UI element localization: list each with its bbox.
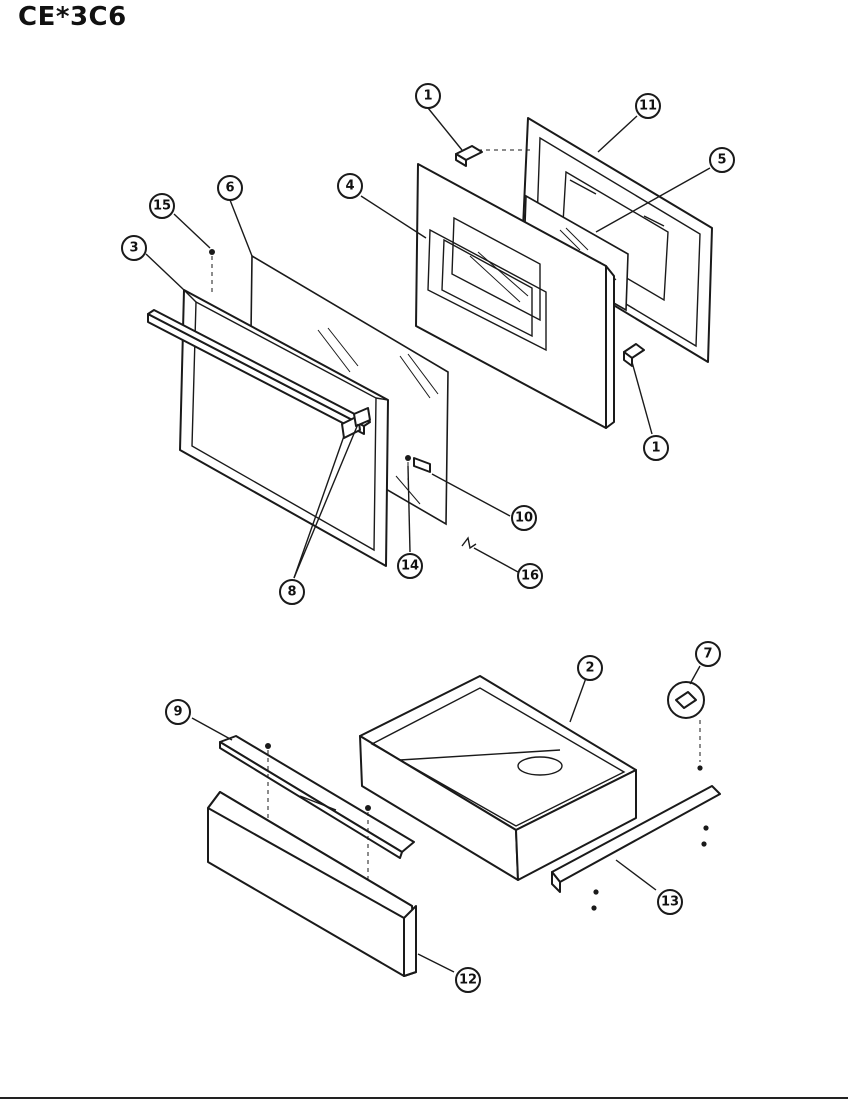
outer-door-panel: [415, 163, 615, 429]
handle-brackets: [341, 407, 371, 439]
callout-13: 13: [657, 889, 683, 915]
slide-screw-icon: [697, 765, 703, 771]
door-handle-rail: [147, 309, 371, 435]
callout-14: 14: [397, 553, 423, 579]
screw-15-icon: [209, 249, 215, 255]
slide-screw-icon: [703, 825, 709, 831]
callout-number: 1: [423, 89, 432, 104]
callout-16: 16: [517, 563, 543, 589]
callout-number: 1: [651, 441, 660, 456]
callout-12: 12: [455, 967, 481, 993]
bracket-screw-icon: [365, 805, 371, 811]
callout-2: 2: [577, 655, 603, 681]
callout-6: 6: [217, 175, 243, 201]
callout-number: 4: [345, 179, 354, 194]
callout-number: 8: [287, 585, 296, 600]
slide-screw-icon: [593, 889, 599, 895]
callout-number: 6: [225, 181, 234, 196]
callout-11: 11: [635, 93, 661, 119]
callout-number: 2: [585, 661, 594, 676]
callout-9: 9: [165, 699, 191, 725]
bracket-screw-icon: [265, 743, 271, 749]
drawer-front-panel: [207, 791, 417, 977]
callout-1-bottom: 1: [643, 435, 669, 461]
callout-7: 7: [695, 641, 721, 667]
callout-number: 7: [703, 647, 712, 662]
hinge-clip-top: [455, 145, 483, 167]
callout-3: 3: [121, 235, 147, 261]
leader-lines: [145, 107, 711, 973]
callout-1-top: 1: [415, 83, 441, 109]
callout-number: 15: [153, 199, 171, 214]
callout-number: 9: [173, 705, 182, 720]
page-bottom-rule: [0, 1097, 848, 1099]
callout-number: 11: [639, 99, 657, 114]
slide-screw-icon: [591, 905, 597, 911]
inner-door-liner: [521, 117, 713, 363]
callout-8: 8: [279, 579, 305, 605]
drawer-slide-rail: [551, 785, 721, 893]
callout-4: 4: [337, 173, 363, 199]
drawer-glide-roller: [667, 681, 705, 719]
drawer-front-bracket: [219, 735, 415, 859]
screw-14-icon: [405, 455, 411, 461]
door-clip: [461, 536, 477, 550]
drawer-body: [359, 675, 637, 881]
callout-number: 3: [129, 241, 138, 256]
glass-tab: [413, 457, 431, 473]
model-code-title: CE*3C6: [18, 2, 127, 32]
hinge-clip-bottom: [623, 343, 645, 367]
callout-number: 5: [717, 153, 726, 168]
callout-5: 5: [709, 147, 735, 173]
callout-number: 12: [459, 973, 477, 988]
callout-number: 14: [401, 559, 419, 574]
callout-10: 10: [511, 505, 537, 531]
slide-screw-icon: [701, 841, 707, 847]
callout-15: 15: [149, 193, 175, 219]
callout-number: 10: [515, 511, 533, 526]
callout-number: 13: [661, 895, 679, 910]
callout-number: 16: [521, 569, 539, 584]
